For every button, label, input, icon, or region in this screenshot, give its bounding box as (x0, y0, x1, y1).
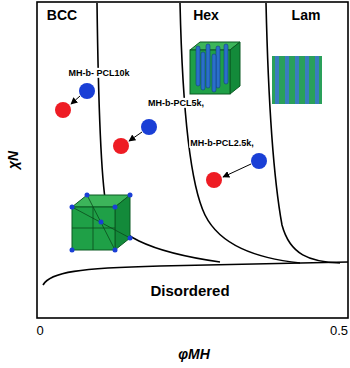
red-point (206, 172, 222, 188)
tick-label: 0.5 (330, 324, 348, 339)
phase-label: BCC (47, 7, 77, 23)
hex-cylinder-icon (190, 42, 240, 94)
red-point (113, 138, 129, 154)
red-point (55, 102, 71, 118)
data-points (55, 83, 267, 188)
tick-label: 0 (36, 324, 43, 339)
lam-boundary (266, 3, 340, 263)
sample-label: MH-b-PCL5k, (147, 98, 205, 108)
phase-label: Lam (292, 7, 321, 23)
axis-title: φMH (178, 346, 210, 362)
blue-point (79, 83, 95, 99)
sample-label: MH-b-PCL2.5k, (189, 138, 255, 148)
sample-label: MH-b- PCL10k (67, 68, 130, 78)
blue-point (251, 153, 267, 169)
shift-arrows (71, 96, 251, 177)
phase-boundaries (43, 3, 348, 285)
bcc-cube-icon (70, 193, 133, 253)
order-disorder-boundary (43, 262, 348, 285)
axis-title: χN (5, 151, 21, 169)
plot-frame (37, 2, 348, 318)
blue-point (141, 119, 157, 135)
phase-label: Hex (193, 7, 219, 23)
lamellar-icon (272, 56, 322, 104)
phase-label: Disordered (150, 282, 229, 299)
